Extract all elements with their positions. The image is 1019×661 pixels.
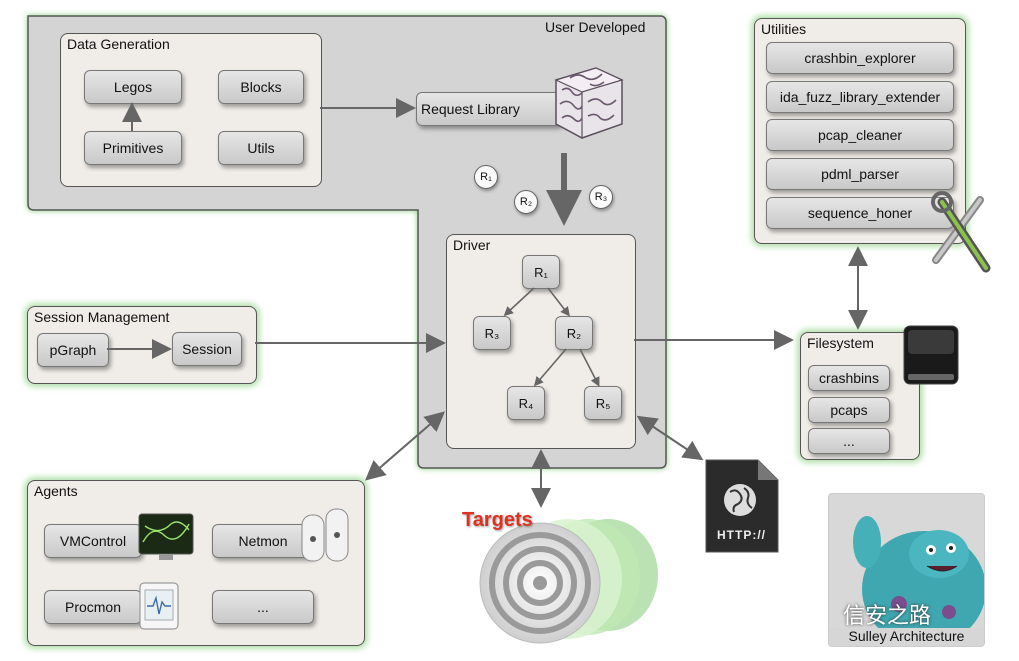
vm-screen-icon xyxy=(138,513,194,560)
wrench-screwdriver-icon xyxy=(931,191,991,273)
filesystem-more[interactable]: ... xyxy=(808,428,890,454)
primitives-button[interactable]: Primitives xyxy=(84,131,182,165)
targets-icon xyxy=(479,519,658,644)
http-icon-label: HTTP:// xyxy=(717,528,766,542)
data-generation-title: Data Generation xyxy=(67,36,170,52)
utility-pcap-cleaner[interactable]: pcap_cleaner xyxy=(766,119,954,151)
hard-drive-icon xyxy=(903,325,959,385)
sulley-monster-icon xyxy=(853,516,984,646)
http-document-icon xyxy=(705,459,779,553)
legos-button[interactable]: Legos xyxy=(84,70,182,104)
pgraph-button[interactable]: pGraph xyxy=(37,333,109,367)
driver-node-r3[interactable]: R₃ xyxy=(473,316,511,350)
agents-more-button[interactable]: ... xyxy=(212,590,314,624)
caption: Sulley Architecture xyxy=(829,628,984,646)
utility-crashbin-explorer[interactable]: crashbin_explorer xyxy=(766,42,954,74)
utilities-title: Utilities xyxy=(761,21,807,37)
vmcontrol-button[interactable]: VMControl xyxy=(44,524,142,558)
driver-title: Driver xyxy=(453,237,491,253)
targets-label: Targets xyxy=(462,509,533,531)
utils-button[interactable]: Utils xyxy=(218,131,304,165)
netmon-device-icon xyxy=(301,508,349,562)
driver-node-r2[interactable]: R₂ xyxy=(555,316,593,350)
netmon-button[interactable]: Netmon xyxy=(212,524,314,558)
request-library-button[interactable]: Request Library xyxy=(416,92,562,126)
procmon-button[interactable]: Procmon xyxy=(44,590,142,624)
filesystem-pcaps[interactable]: pcaps xyxy=(808,397,890,423)
blocks-button[interactable]: Blocks xyxy=(218,70,304,104)
driver-node-r4[interactable]: R₄ xyxy=(507,386,545,420)
utility-ida-fuzz-library-extender[interactable]: ida_fuzz_library_extender xyxy=(766,81,954,113)
request-token-r2: R₂ xyxy=(514,190,538,214)
filesystem-title: Filesystem xyxy=(807,335,874,351)
utility-sequence-honer[interactable]: sequence_honer xyxy=(766,197,954,229)
agents-title: Agents xyxy=(34,483,78,499)
session-button[interactable]: Session xyxy=(172,332,242,366)
user-developed-title: User Developed xyxy=(545,19,646,35)
request-token-r3: R₃ xyxy=(589,185,613,209)
watermark-text: 信安之路 xyxy=(843,603,932,628)
session-management-title: Session Management xyxy=(34,309,170,325)
driver-node-r5[interactable]: R₅ xyxy=(584,386,622,420)
driver-node-r1[interactable]: R₁ xyxy=(522,255,560,289)
request-token-r1: R₁ xyxy=(474,165,498,189)
sulley-picture: 信安之路 Sulley Architecture xyxy=(828,493,985,647)
utility-pdml-parser[interactable]: pdml_parser xyxy=(766,158,954,190)
filesystem-crashbins[interactable]: crashbins xyxy=(808,365,890,391)
brain-icon xyxy=(554,67,624,139)
procmon-monitor-icon xyxy=(139,582,179,630)
